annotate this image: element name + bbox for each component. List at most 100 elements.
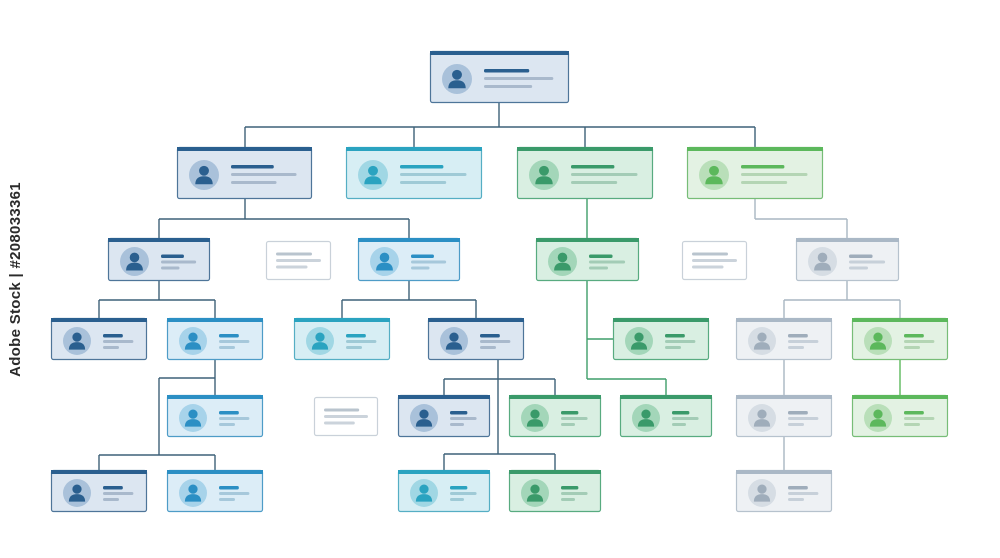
org-card-a1b1a[interactable] [50,469,148,513]
avatar-body [753,419,771,427]
avatar-icon [548,247,577,276]
avatar-body [445,342,463,350]
avatar-body [364,176,382,185]
detail-line-placeholder [346,346,362,349]
detail-line-placeholder [672,423,686,426]
org-card-a1b[interactable] [166,317,264,361]
org-card-b[interactable] [345,146,483,200]
card-accent-bar [108,238,210,242]
watermark-text: Adobe Stock | #208033361 [6,181,24,377]
name-line-placeholder [571,165,615,169]
title-line-placeholder [346,340,377,343]
avatar-icon [529,160,559,190]
org-card-a2[interactable] [357,237,461,282]
placeholder-line [324,408,360,412]
avatar-icon [748,404,776,432]
name-line-placeholder [103,486,123,490]
org-card-root[interactable] [429,50,570,104]
title-line-placeholder [231,173,297,176]
detail-line-placeholder [219,498,235,501]
name-line-placeholder [400,165,444,169]
avatar-head [557,252,568,263]
avatar-body [376,262,393,271]
name-line-placeholder [219,334,239,338]
name-line-placeholder [904,411,924,415]
detail-line-placeholder [231,181,277,184]
title-line-placeholder [561,492,588,495]
title-line-placeholder [561,417,588,420]
avatar-icon [179,404,207,432]
title-line-placeholder [480,340,511,343]
avatar-body [68,342,86,350]
avatar-icon [632,404,660,432]
org-card-a2b[interactable] [427,317,525,361]
stock-watermark: Adobe Stock | #208033361 [0,0,30,558]
avatar-head [315,332,325,342]
org-card-c1b[interactable] [619,394,713,438]
card-accent-bar [398,395,490,399]
org-card-ab[interactable] [265,240,332,281]
detail-line-placeholder [411,266,430,270]
detail-line-placeholder [484,85,533,88]
placeholder-line [324,421,355,425]
avatar-body [184,494,202,502]
title-line-placeholder [450,417,477,420]
placeholder-line [276,259,321,262]
org-card-d1a1a[interactable] [735,469,833,513]
avatar-icon [442,64,472,94]
avatar-icon [306,327,334,355]
avatar-icon [358,160,388,190]
avatar-icon [179,479,207,507]
detail-line-placeholder [103,498,119,501]
avatar-head [368,165,378,176]
org-card-cd[interactable] [681,240,748,281]
name-line-placeholder [480,334,500,338]
detail-line-placeholder [904,346,920,349]
org-card-a1b1b[interactable] [166,469,264,513]
avatar-body [630,342,648,350]
avatar-head [449,332,459,342]
card-accent-bar [167,318,263,322]
org-card-d1a1[interactable] [735,394,833,438]
org-card-a2a[interactable] [293,317,391,361]
avatar-body [184,419,202,427]
avatar-icon [864,404,892,432]
org-card-c1[interactable] [535,237,640,282]
org-card-a1b1[interactable] [166,394,264,438]
org-card-a1a[interactable] [50,317,148,361]
card-accent-bar [177,147,312,151]
title-line-placeholder [400,173,467,176]
avatar-body [705,176,723,185]
org-card-a2b2[interactable] [508,394,602,438]
org-card-c1a[interactable] [612,317,710,361]
org-card-a1[interactable] [107,237,211,282]
detail-line-placeholder [400,181,447,184]
org-card-a2b1b[interactable] [508,469,602,513]
org-card-a2b1a[interactable] [397,469,491,513]
detail-line-placeholder [450,498,464,501]
org-card-d[interactable] [686,146,824,200]
card-accent-bar [536,238,639,242]
name-line-placeholder [904,334,924,338]
card-accent-bar [736,395,832,399]
placeholder-line [692,259,737,262]
card-accent-bar [613,318,709,322]
org-card-mid[interactable] [313,396,379,437]
placeholder-line [276,252,312,256]
title-line-placeholder [161,260,197,264]
org-card-a[interactable] [176,146,313,200]
detail-line-placeholder [904,423,920,426]
title-line-placeholder [219,340,250,343]
detail-line-placeholder [219,346,235,349]
name-line-placeholder [346,334,366,338]
title-line-placeholder [665,340,696,343]
name-line-placeholder [788,411,808,415]
org-card-d1[interactable] [795,237,900,282]
org-card-a2b1[interactable] [397,394,491,438]
avatar-body [311,342,329,350]
org-card-c[interactable] [516,146,654,200]
org-card-d1a[interactable] [735,317,833,361]
org-card-d1b1[interactable] [851,394,949,438]
org-card-d1b[interactable] [851,317,949,361]
avatar-head [419,409,429,419]
